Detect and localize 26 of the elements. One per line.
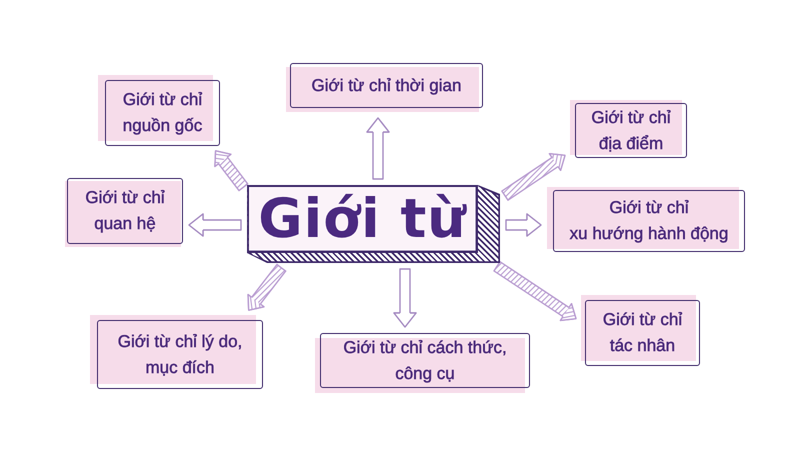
block-arrow [188,213,242,237]
block-arrow [505,213,542,237]
category-label: Giới từ chỉ tác nhân [602,309,682,357]
block-arrow [366,117,390,180]
category-label: Giới từ chỉ xu hướng hành động [570,197,728,245]
category-label: Giới từ chỉ thời gian [312,74,462,96]
category-box [90,315,263,389]
hatched-arrow [493,261,577,322]
hatched-arrow [214,150,248,192]
category-box [581,295,700,366]
category-label: Giới từ chỉ nguồn gốc [122,89,202,137]
category-box [65,178,183,247]
category-box [547,187,745,252]
category-label: Giới từ chỉ quan hệ [85,187,165,235]
hatched-arrow [247,264,286,311]
category-box [570,100,687,158]
category-label: Giới từ chỉ địa điểm [591,106,671,154]
category-box [286,63,483,112]
category-box [315,333,530,393]
category-label: Giới từ chỉ cách thức, công cụ [343,336,507,384]
topic-title: Giới từ [258,189,467,249]
3d-topic-box [247,185,500,263]
category-box [98,75,220,146]
category-label: Giới từ chỉ lý do, mục đích [118,330,242,378]
hatched-arrow [501,152,566,201]
block-arrow [393,268,417,328]
